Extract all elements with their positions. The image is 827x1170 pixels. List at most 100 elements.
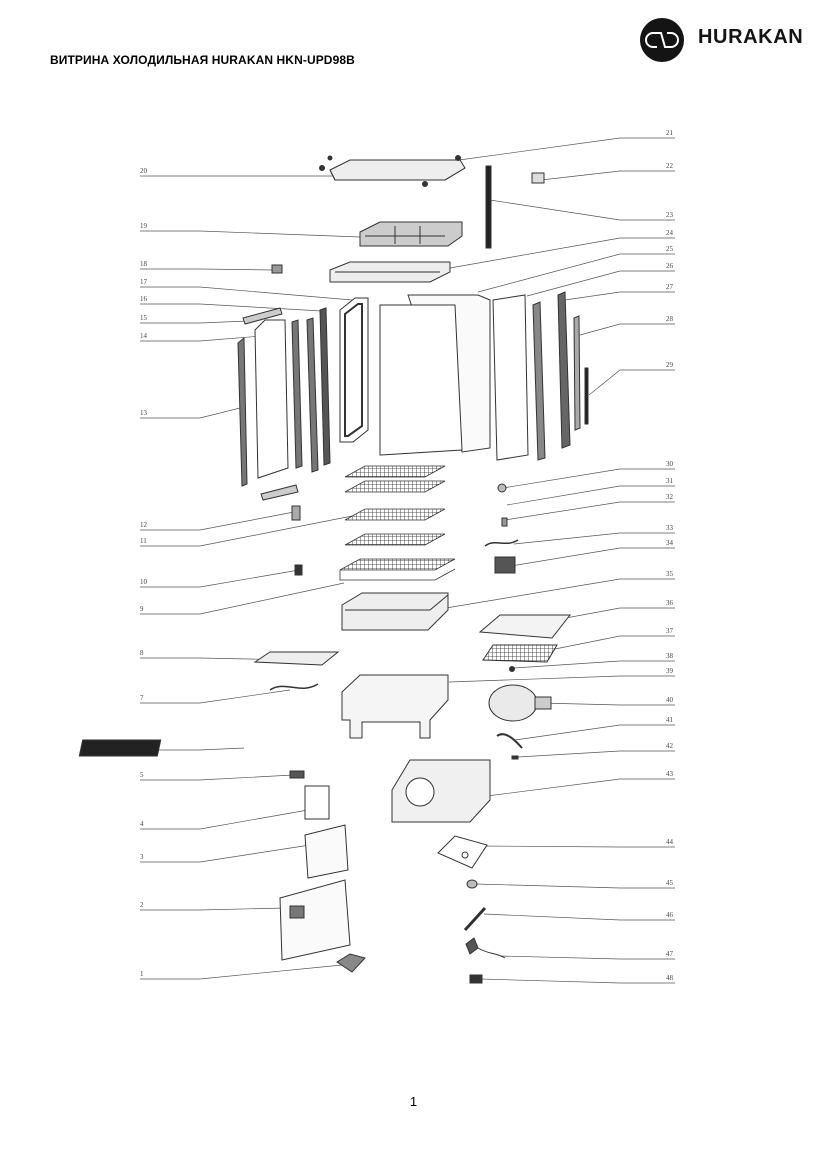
callout-leader-7 (140, 689, 291, 704)
callout-leader-33 (513, 532, 675, 545)
callout-number-12: 12 (140, 521, 148, 529)
callout-leader-45 (474, 883, 675, 889)
callout-number-18: 18 (140, 260, 148, 268)
callout-number-48: 48 (666, 974, 674, 982)
callout-number-10: 10 (140, 578, 148, 586)
callout-number-31: 31 (666, 477, 674, 485)
callout-number-38: 38 (666, 652, 674, 660)
callout-leader-19 (140, 230, 361, 238)
callout-leader-3 (140, 844, 311, 863)
callout-leader-25 (477, 253, 675, 293)
callout-leader-40 (539, 702, 675, 706)
callout-leader-2 (140, 907, 286, 911)
callout-number-33: 33 (666, 524, 674, 532)
callout-number-20: 20 (140, 167, 148, 175)
callout-leader-22 (540, 170, 675, 181)
callout-leader-41 (514, 724, 675, 741)
callout-number-39: 39 (666, 667, 674, 675)
hurakan-logo-icon (640, 18, 684, 62)
callout-leader-46 (483, 913, 675, 921)
callout-leader-17 (140, 286, 353, 301)
callout-number-28: 28 (666, 315, 674, 323)
callout-leader-23 (489, 199, 675, 221)
callout-leader-44 (479, 845, 675, 848)
callout-leader-42 (517, 750, 675, 758)
parts-drawing (78, 155, 589, 984)
callout-leader-1 (140, 964, 343, 980)
callout-number-34: 34 (666, 539, 674, 547)
callout-leader-39 (448, 675, 675, 683)
callout-number-19: 19 (140, 222, 148, 230)
callout-number-35: 35 (666, 570, 674, 578)
callout-leader-29 (588, 369, 675, 396)
logo-wordmark: HURAKAN (698, 26, 804, 48)
callout-leader-15 (140, 320, 249, 324)
callout-leader-35 (445, 578, 675, 609)
callout-leader-31 (506, 485, 675, 506)
callout-number-23: 23 (666, 211, 674, 219)
callout-leader-37 (549, 635, 675, 651)
callout-leader-27 (564, 291, 675, 301)
callout-number-5: 5 (140, 771, 144, 779)
callout-leader-48 (479, 978, 675, 984)
callout-leader-11 (140, 515, 353, 547)
page-number: 1 (409, 1094, 418, 1109)
callout-number-32: 32 (666, 493, 674, 501)
callout-number-43: 43 (666, 770, 674, 778)
callout-leader-9 (140, 582, 345, 615)
callout-leader-21 (458, 137, 675, 161)
callout-leader-10 (140, 569, 300, 588)
callout-number-24: 24 (666, 229, 674, 237)
callout-number-1: 1 (140, 970, 144, 978)
callout-leader-24 (449, 237, 675, 269)
callout-leader-26 (526, 270, 675, 297)
callout-number-42: 42 (666, 742, 674, 750)
callout-number-30: 30 (666, 460, 674, 468)
callout-number-21: 21 (666, 129, 674, 137)
callout-number-25: 25 (666, 245, 674, 253)
callout-leader-32 (504, 501, 675, 521)
callout-number-27: 27 (666, 283, 674, 291)
callout-leader-16 (140, 303, 323, 312)
callout-leader-38 (513, 660, 675, 669)
callout-leader-30 (502, 468, 675, 489)
callout-number-26: 26 (666, 262, 674, 270)
callout-number-44: 44 (666, 838, 674, 846)
callout-number-11: 11 (140, 537, 147, 545)
brand-logo: HURAKAN (640, 18, 815, 62)
callout-leader-34 (504, 547, 675, 568)
callout-leader-47 (499, 955, 675, 960)
callout-number-17: 17 (140, 278, 148, 286)
callout-leader-5 (140, 774, 294, 781)
callout-number-37: 37 (666, 627, 674, 635)
callout-leader-43 (486, 778, 675, 797)
callout-number-16: 16 (140, 295, 148, 303)
callout-leader-13 (140, 407, 241, 419)
callout-number-14: 14 (140, 332, 148, 340)
document-title: ВИТРИНА ХОЛОДИЛЬНАЯ HURAKAN HKN-UPD98B (50, 53, 355, 67)
callout-leader-18 (140, 268, 275, 271)
callout-leader-36 (554, 607, 675, 621)
callout-leader-4 (140, 809, 309, 830)
callout-number-41: 41 (666, 716, 674, 724)
callout-number-2: 2 (140, 901, 144, 909)
callout-number-13: 13 (140, 409, 148, 417)
callout-number-47: 47 (666, 950, 674, 958)
callout-number-40: 40 (666, 696, 674, 704)
callout-number-8: 8 (140, 649, 144, 657)
callout-number-4: 4 (140, 820, 144, 828)
callout-number-22: 22 (666, 162, 674, 170)
callout-number-45: 45 (666, 879, 674, 887)
callout-leader-28 (579, 323, 675, 336)
callout-number-15: 15 (140, 314, 148, 322)
callout-number-3: 3 (140, 853, 144, 861)
callout-number-29: 29 (666, 361, 674, 369)
callout-number-46: 46 (666, 911, 674, 919)
callout-number-9: 9 (140, 605, 144, 613)
callout-number-7: 7 (140, 694, 144, 702)
callout-number-36: 36 (666, 599, 674, 607)
callout-leader-14 (140, 335, 263, 342)
callout-leader-12 (140, 511, 295, 531)
callout-leader-6 (140, 747, 245, 751)
